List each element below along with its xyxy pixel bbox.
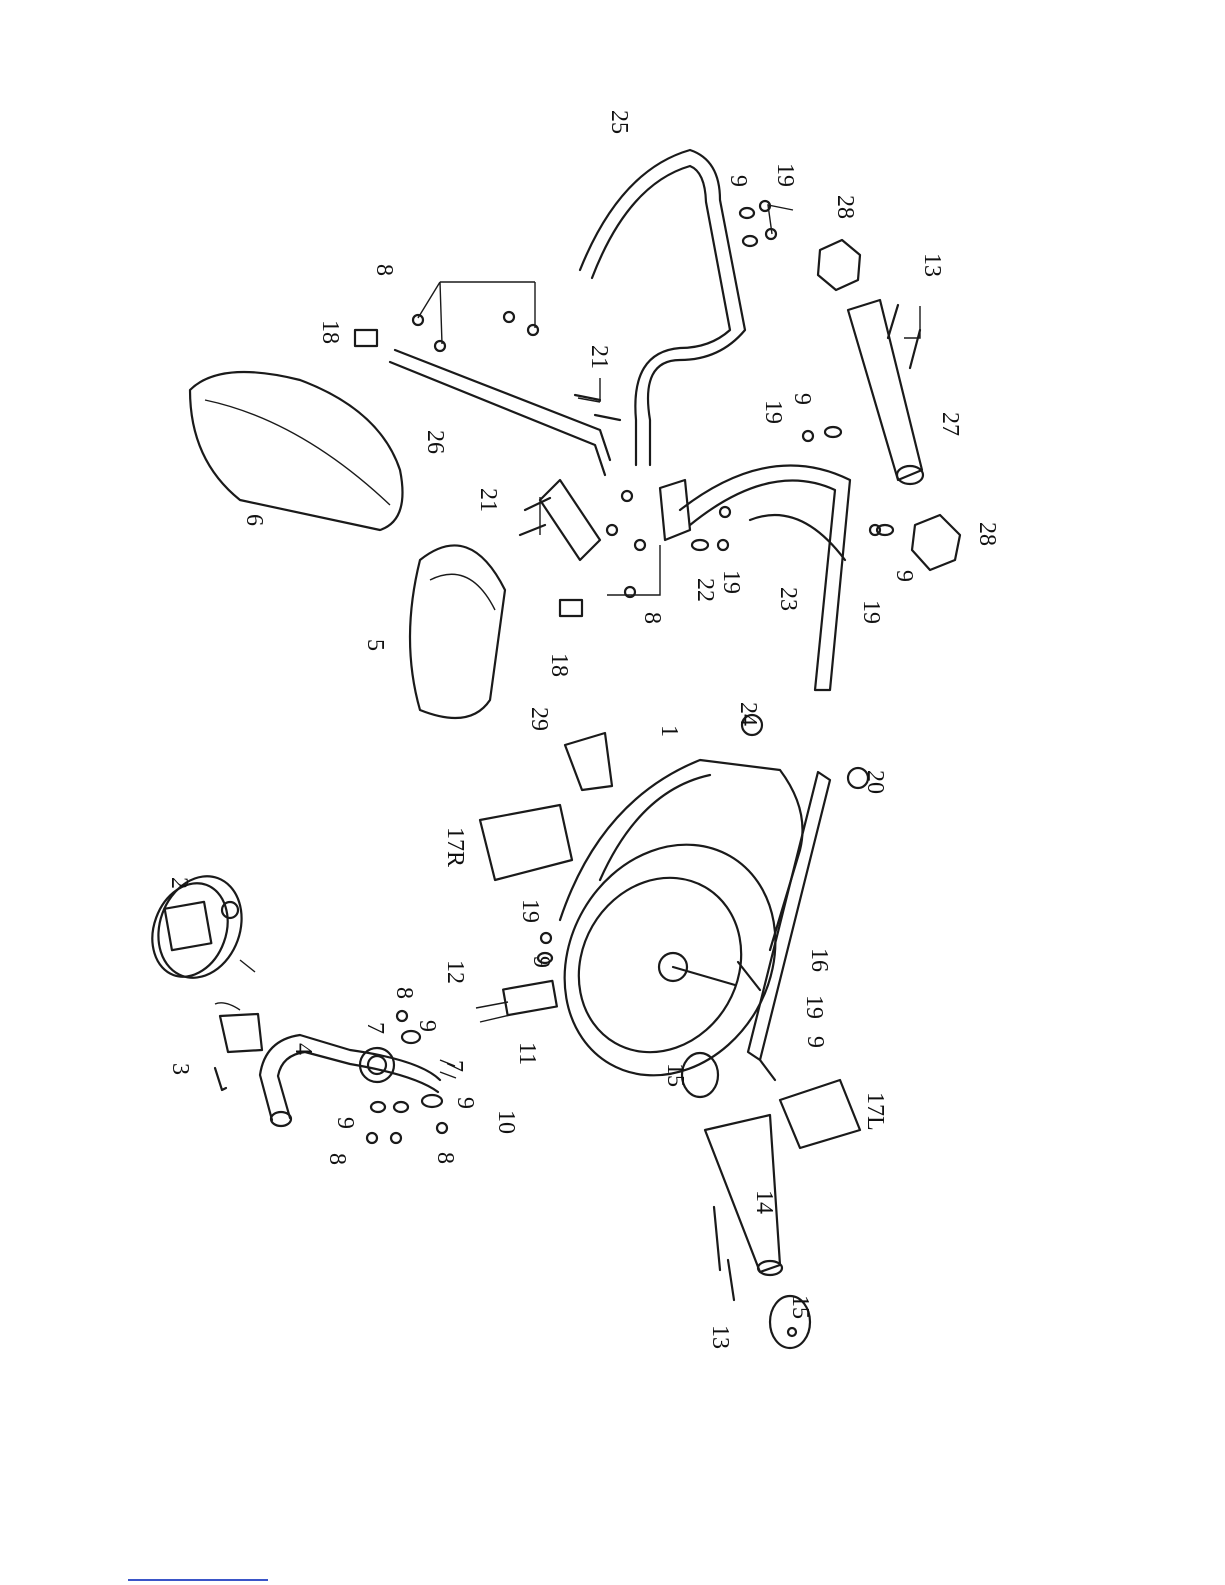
part-4-handlebar-post xyxy=(215,1003,440,1126)
part-13-bolts-front xyxy=(714,1207,734,1300)
callout-16: 16 xyxy=(806,948,832,972)
part-18-caps xyxy=(355,330,582,616)
callout-15a: 15 xyxy=(662,1063,688,1087)
callout-9e: 9 xyxy=(414,1020,440,1032)
callout-18b: 18 xyxy=(546,653,572,677)
callout-19b: 19 xyxy=(760,400,786,424)
part-29-bottle-holder xyxy=(565,733,612,790)
callout-8e: 8 xyxy=(639,612,665,624)
part-6-backrest xyxy=(190,372,403,530)
callout-29: 29 xyxy=(526,707,552,731)
callout-28a: 28 xyxy=(832,195,858,219)
callout-1: 1 xyxy=(656,725,682,737)
callout-7b: 7 xyxy=(441,1060,467,1072)
part-22-bracket xyxy=(660,480,690,540)
callout-7a: 7 xyxy=(362,1022,388,1034)
callout-13a: 13 xyxy=(707,1325,733,1349)
callout-26: 26 xyxy=(422,430,448,454)
callout-20: 20 xyxy=(862,770,888,794)
callout-4: 4 xyxy=(290,1043,316,1055)
callout-17R: 17R xyxy=(442,827,468,867)
part-11-12-cables xyxy=(476,981,557,1022)
part-26-seat-frame xyxy=(390,350,610,560)
part-2-console xyxy=(140,864,256,989)
callout-19e: 19 xyxy=(517,899,543,923)
page-footer-link-underline xyxy=(128,1579,268,1581)
part-16-crank xyxy=(738,962,760,990)
callout-9a: 9 xyxy=(725,175,751,187)
callout-19c: 19 xyxy=(718,570,744,594)
callout-9f: 9 xyxy=(332,1117,358,1129)
callout-6: 6 xyxy=(241,514,267,526)
callout-28b: 28 xyxy=(974,522,1000,546)
callout-21a: 21 xyxy=(586,345,612,369)
callout-11: 11 xyxy=(514,1042,540,1065)
callout-9b: 9 xyxy=(789,393,815,405)
callout-21b: 21 xyxy=(475,488,501,512)
callout-19d: 19 xyxy=(858,600,884,624)
callout-10: 10 xyxy=(493,1110,519,1134)
callout-9d: 9 xyxy=(528,956,554,968)
callout-9g: 9 xyxy=(452,1097,478,1109)
callout-12: 12 xyxy=(442,960,468,984)
part-3-clip xyxy=(215,1068,226,1090)
callout-2: 2 xyxy=(166,877,192,889)
callout-14: 14 xyxy=(751,1190,777,1214)
callout-labels: 1 2 3 4 5 6 7 7 8 8 8 8 8 9 9 9 9 9 9 9 … xyxy=(166,110,1000,1349)
callout-23: 23 xyxy=(775,587,801,611)
part-27-rear-stabilizer xyxy=(848,300,923,484)
callout-22: 22 xyxy=(692,578,718,602)
callout-18a: 18 xyxy=(317,320,343,344)
part-17-pedals xyxy=(480,805,860,1148)
callout-17L: 17L xyxy=(862,1092,888,1131)
part-28-end-caps xyxy=(818,240,960,570)
callout-24: 24 xyxy=(735,702,761,726)
callout-8c: 8 xyxy=(432,1152,458,1164)
callout-15b: 15 xyxy=(787,1295,813,1319)
callout-9c: 9 xyxy=(891,570,917,582)
callout-8b: 8 xyxy=(391,987,417,999)
callout-19f: 19 xyxy=(801,995,827,1019)
callout-19a: 19 xyxy=(772,163,798,187)
callout-8d: 8 xyxy=(324,1153,350,1165)
part-21-bolts xyxy=(520,395,620,535)
callout-13b: 13 xyxy=(919,253,945,277)
callout-27: 27 xyxy=(937,412,963,436)
part-5-seat xyxy=(410,545,505,718)
callout-25: 25 xyxy=(606,110,632,134)
part-9-19-fasteners-right xyxy=(692,201,893,550)
callout-5: 5 xyxy=(362,639,388,651)
callout-8a: 8 xyxy=(371,264,397,276)
part-13-bolts-rear xyxy=(888,305,920,368)
callout-9h: 9 xyxy=(802,1036,828,1048)
callout-3: 3 xyxy=(167,1063,193,1075)
part-1-main-frame xyxy=(523,760,830,1114)
